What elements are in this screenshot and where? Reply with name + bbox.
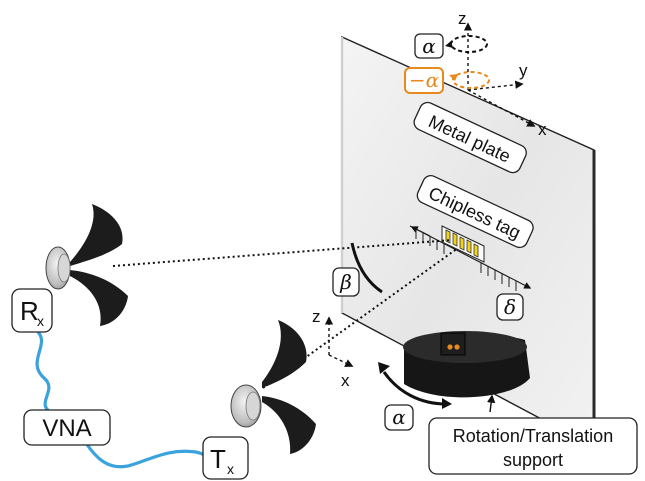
alpha-rotation-icon (450, 35, 488, 53)
rx-antenna (45, 204, 128, 326)
beta-angle: β (332, 242, 383, 297)
rotation-support (403, 331, 530, 398)
svg-text:R: R (20, 296, 39, 326)
chipless-tag (409, 225, 532, 291)
svg-text:x: x (37, 313, 44, 329)
tx-axis-z-label: z (312, 307, 321, 326)
delta-label: δ (496, 293, 524, 321)
svg-text:support: support (503, 450, 563, 470)
plate-axis-x-label: x (538, 120, 547, 139)
vna-label: VNA (23, 409, 111, 446)
svg-text:α: α (392, 405, 406, 429)
minus-alpha-label: −α (404, 67, 444, 94)
alpha-bottom-label: α (384, 404, 414, 431)
rx-label: R x (11, 288, 53, 333)
alpha-top-label: α (414, 33, 444, 59)
svg-text:T: T (210, 444, 226, 474)
svg-text:β: β (339, 270, 352, 294)
minus-alpha-rotation-icon (452, 71, 490, 89)
tx-axis-x-label: x (341, 371, 350, 390)
svg-text:Rotation/Translation: Rotation/Translation (453, 426, 613, 446)
svg-text:VNA: VNA (42, 415, 91, 442)
plate-axis-z-label: z (458, 9, 467, 28)
svg-text:−α: −α (409, 68, 440, 92)
support-label: Rotation/Translation support (428, 417, 638, 475)
tx-antenna (230, 320, 316, 454)
svg-text:x: x (227, 461, 234, 477)
tag-resonators (445, 229, 479, 258)
cables (35, 330, 215, 469)
tx-axes: z x (312, 307, 354, 390)
svg-text:α: α (422, 34, 436, 58)
svg-text:δ: δ (504, 295, 516, 319)
support-rotation-arrow (378, 362, 496, 413)
tx-label: T x (202, 436, 249, 480)
plate-axis-y-label: y (519, 61, 528, 80)
plate-axes: z y x (445, 9, 547, 139)
